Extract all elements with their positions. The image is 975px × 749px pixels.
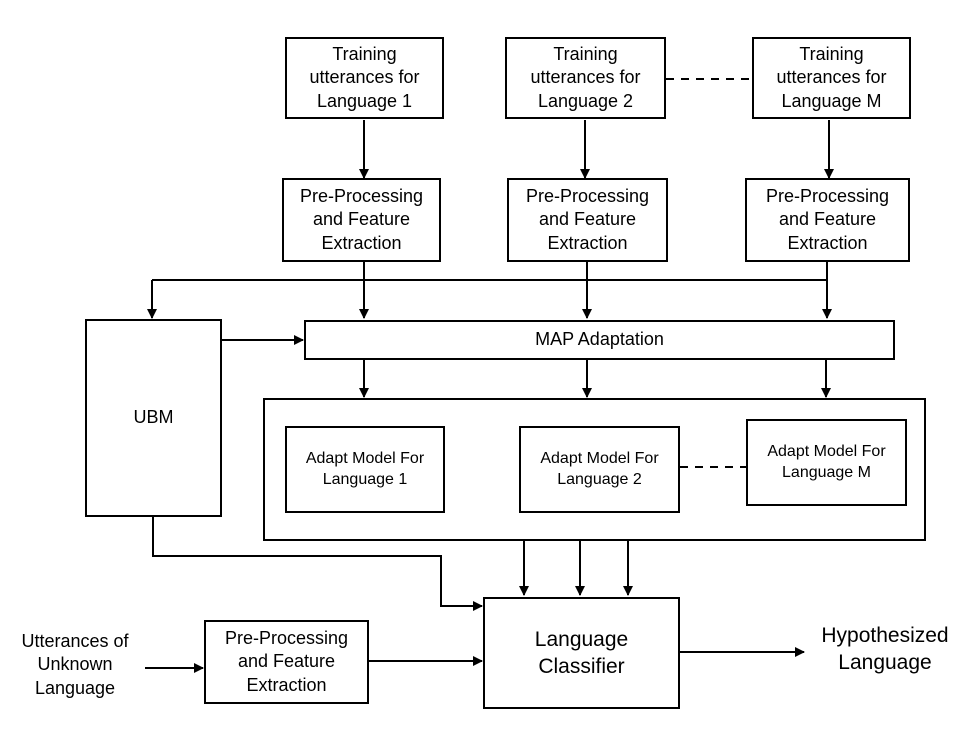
training-utterances-language-2-label: Training utterances for Language 2 — [530, 43, 641, 111]
ubm-box: UBM — [85, 319, 222, 517]
preprocessing-language-2-box: Pre-Processing and Feature Extraction — [507, 178, 668, 262]
adapt-model-language-2-label: Adapt Model For Language 2 — [540, 449, 659, 488]
test-preprocessing-label: Pre-Processing and Feature Extraction — [224, 627, 349, 695]
preprocessing-language-1-box: Pre-Processing and Feature Extraction — [282, 178, 441, 262]
adapt-model-language-1-box: Adapt Model For Language 1 — [285, 426, 445, 513]
training-utterances-language-1-label: Training utterances for Language 1 — [309, 43, 420, 111]
preprocessing-language-m-label: Pre-Processing and Feature Extraction — [765, 185, 890, 253]
hypothesized-language-label: Hypothesized Language — [821, 624, 949, 675]
preprocessing-language-m-box: Pre-Processing and Feature Extraction — [745, 178, 910, 262]
preprocessing-language-1-label: Pre-Processing and Feature Extraction — [299, 185, 424, 253]
map-adaptation-label: MAP Adaptation — [535, 329, 664, 350]
unknown-utterances-label: Utterances of Unknown Language — [21, 631, 129, 698]
training-utterances-language-2-box: Training utterances for Language 2 — [505, 37, 666, 119]
arrow-ubm-to-classifier — [152, 517, 483, 611]
adapt-model-language-1-label: Adapt Model For Language 1 — [305, 449, 425, 488]
adapt-model-language-2-box: Adapt Model For Language 2 — [519, 426, 680, 513]
language-classifier-box: Language Classifier — [483, 597, 680, 709]
test-preprocessing-box: Pre-Processing and Feature Extraction — [204, 620, 369, 704]
map-adaptation-box: MAP Adaptation — [304, 320, 895, 360]
training-utterances-language-m-label: Training utterances for Language M — [776, 43, 887, 111]
adapted-models-frame — [263, 398, 926, 541]
training-utterances-language-1-box: Training utterances for Language 1 — [285, 37, 444, 119]
adapt-model-language-m-label: Adapt Model For Language M — [767, 442, 886, 481]
adapt-model-language-m-box: Adapt Model For Language M — [746, 419, 907, 506]
preprocessing-language-2-label: Pre-Processing and Feature Extraction — [525, 185, 650, 253]
ubm-label: UBM — [133, 407, 174, 428]
language-classifier-label: Language Classifier — [534, 627, 629, 678]
training-utterances-language-m-box: Training utterances for Language M — [752, 37, 911, 119]
